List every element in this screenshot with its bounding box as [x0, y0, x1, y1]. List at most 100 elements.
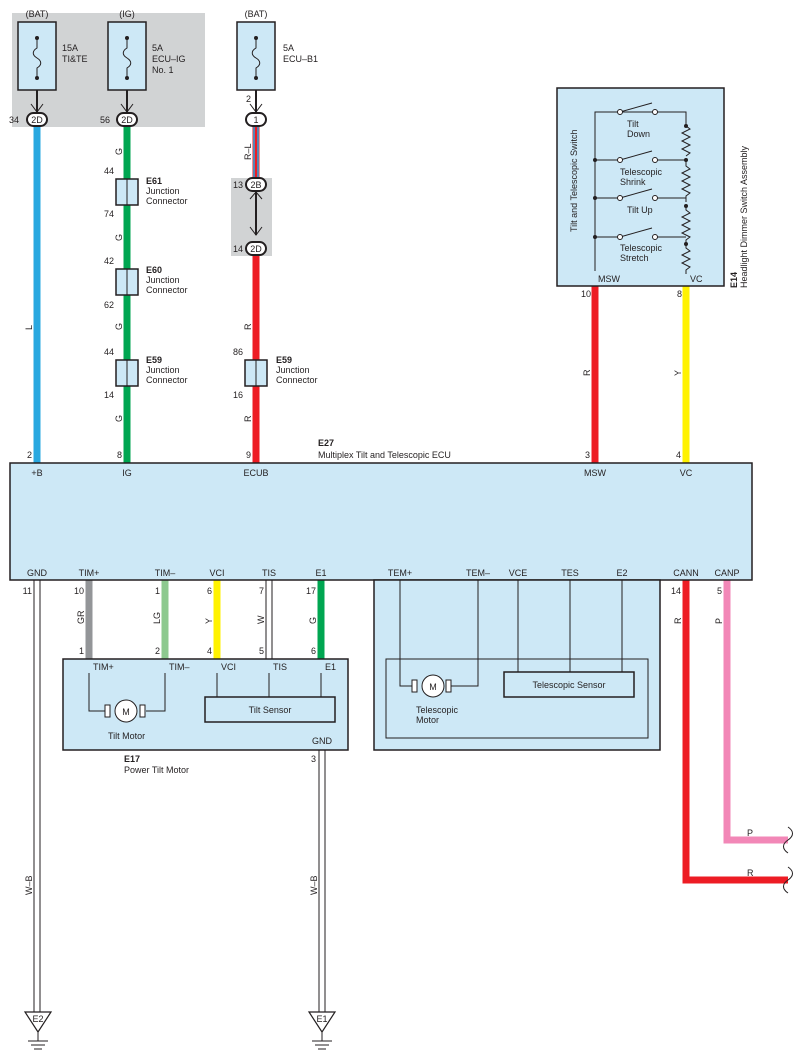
tilt-pin: 6 — [311, 646, 316, 656]
telescopic-motor-icon: M — [411, 674, 452, 698]
switch-assembly-name: Headlight Dimmer Switch Assembly — [739, 145, 749, 288]
ecu-pin: 4 — [676, 450, 681, 460]
wire-red-blue — [252, 126, 260, 180]
wire-wb-2 — [318, 750, 326, 1012]
pin: 62 — [104, 300, 114, 310]
wire-label-g: G — [308, 617, 318, 624]
switch-label: Down — [627, 129, 650, 139]
switch-label: Tilt Up — [627, 205, 653, 215]
wire-label-y: Y — [204, 618, 214, 624]
wire-label-gr: GR — [76, 610, 86, 624]
fuse-icon — [122, 38, 132, 78]
connector-2d-c: 2D — [245, 241, 267, 256]
ecu-pin: 6 — [207, 586, 212, 596]
ecu-terminal-label: CANN — [673, 568, 699, 578]
svg-text:E2: E2 — [32, 1014, 43, 1024]
wire-canp — [723, 580, 788, 844]
ecu-pin: 17 — [306, 586, 316, 596]
fuse-1-name: TI&TE — [62, 54, 88, 64]
arrow-icon — [249, 226, 263, 236]
junction-label: Connector — [146, 196, 188, 206]
pin-14: 14 — [233, 244, 243, 254]
ecu-terminal-label: +B — [31, 468, 42, 478]
fuse-icon — [32, 38, 42, 78]
tilt-pin: 4 — [207, 646, 212, 656]
connector-2d-b: 2D — [116, 112, 138, 127]
fuse-2-name: ECU–IG — [152, 54, 186, 64]
ecu-terminal-label: TIM+ — [79, 568, 100, 578]
svg-text:2D: 2D — [250, 244, 262, 254]
wire-label-r: R — [673, 617, 683, 624]
wire-label-g: G — [114, 234, 124, 241]
tilt-gnd: GND — [312, 736, 333, 746]
ecu-pin: 7 — [259, 586, 264, 596]
ecu-pin: 9 — [246, 450, 251, 460]
ecu-terminal-label: TEM+ — [388, 568, 412, 578]
wire-label-rl: R–L — [243, 143, 253, 160]
ecu-terminal-label: E1 — [315, 568, 326, 578]
wire-wb-1 — [33, 580, 41, 1012]
terminal-msw: MSW — [598, 274, 621, 284]
tilt-sensor-box — [204, 696, 336, 723]
pin: 42 — [104, 256, 114, 266]
wire-label-l: L — [24, 325, 34, 330]
power-source-bat-1: (BAT) — [26, 9, 49, 19]
switch-circuit — [594, 102, 692, 274]
junction-e60 — [115, 268, 139, 296]
telescopic-sensor-box — [503, 671, 635, 698]
pin: 44 — [104, 166, 114, 176]
ecu-box — [9, 462, 753, 581]
junction-e59-a — [115, 359, 139, 387]
pin-56: 56 — [100, 115, 110, 125]
wire-label-r: R — [582, 369, 592, 376]
wire-label-y: Y — [673, 370, 683, 376]
tilt-terminal-label: E1 — [325, 662, 336, 672]
wire-label-r: R — [747, 868, 754, 878]
ecu-name: Multiplex Tilt and Telescopic ECU — [318, 450, 451, 460]
junction-e59a-code: E59 — [146, 355, 162, 365]
wire-label-g: G — [114, 415, 124, 422]
junction-label: Junction — [146, 365, 180, 375]
ecu-terminal-label: VC — [680, 468, 693, 478]
tilt-terminal-label: TIS — [273, 662, 287, 672]
telescopic-circuit — [399, 580, 623, 687]
ecu-terminal-label: TEM– — [466, 568, 490, 578]
junction-label: Junction — [146, 275, 180, 285]
pin: 10 — [581, 289, 591, 299]
ecu-terminal-label: ECUB — [243, 468, 268, 478]
ecu-terminal-label: CANP — [714, 568, 739, 578]
wire-label-p: P — [747, 828, 753, 838]
pin-13: 13 — [233, 180, 243, 190]
ecu-pin: 10 — [74, 586, 84, 596]
pin: 44 — [104, 347, 114, 357]
pin: 8 — [677, 289, 682, 299]
pin: 16 — [233, 390, 243, 400]
ecu-terminal-label: IG — [122, 468, 132, 478]
svg-text:2B: 2B — [250, 180, 261, 190]
switch-label: Telescopic — [620, 243, 663, 253]
wire-label-p: P — [714, 618, 724, 624]
telescopic-inner — [385, 658, 649, 739]
connector-2b: 2B — [245, 177, 267, 192]
tilt-pin: 5 — [259, 646, 264, 656]
pin: 3 — [311, 754, 316, 764]
fuse-ecu-b1 — [236, 21, 276, 113]
power-source-bat-2: (BAT) — [245, 9, 268, 19]
tilt-motor-label: Tilt Motor — [108, 731, 145, 741]
tilt-pin: 2 — [155, 646, 160, 656]
junction-label: Connector — [146, 285, 188, 295]
wire-label-g: G — [114, 323, 124, 330]
wire-label-wb: W–B — [24, 875, 34, 895]
fuse-2-name2: No. 1 — [152, 65, 174, 75]
svg-text:2D: 2D — [121, 115, 133, 125]
junction-label: Junction — [276, 365, 310, 375]
ground-e1: E1 — [307, 1011, 337, 1050]
switch-label: Shrink — [620, 177, 646, 187]
junction-e61-code: E61 — [146, 176, 162, 186]
svg-text:M: M — [122, 707, 130, 717]
switch-label: Tilt — [627, 119, 639, 129]
tilt-terminal-label: TIM+ — [93, 662, 114, 672]
